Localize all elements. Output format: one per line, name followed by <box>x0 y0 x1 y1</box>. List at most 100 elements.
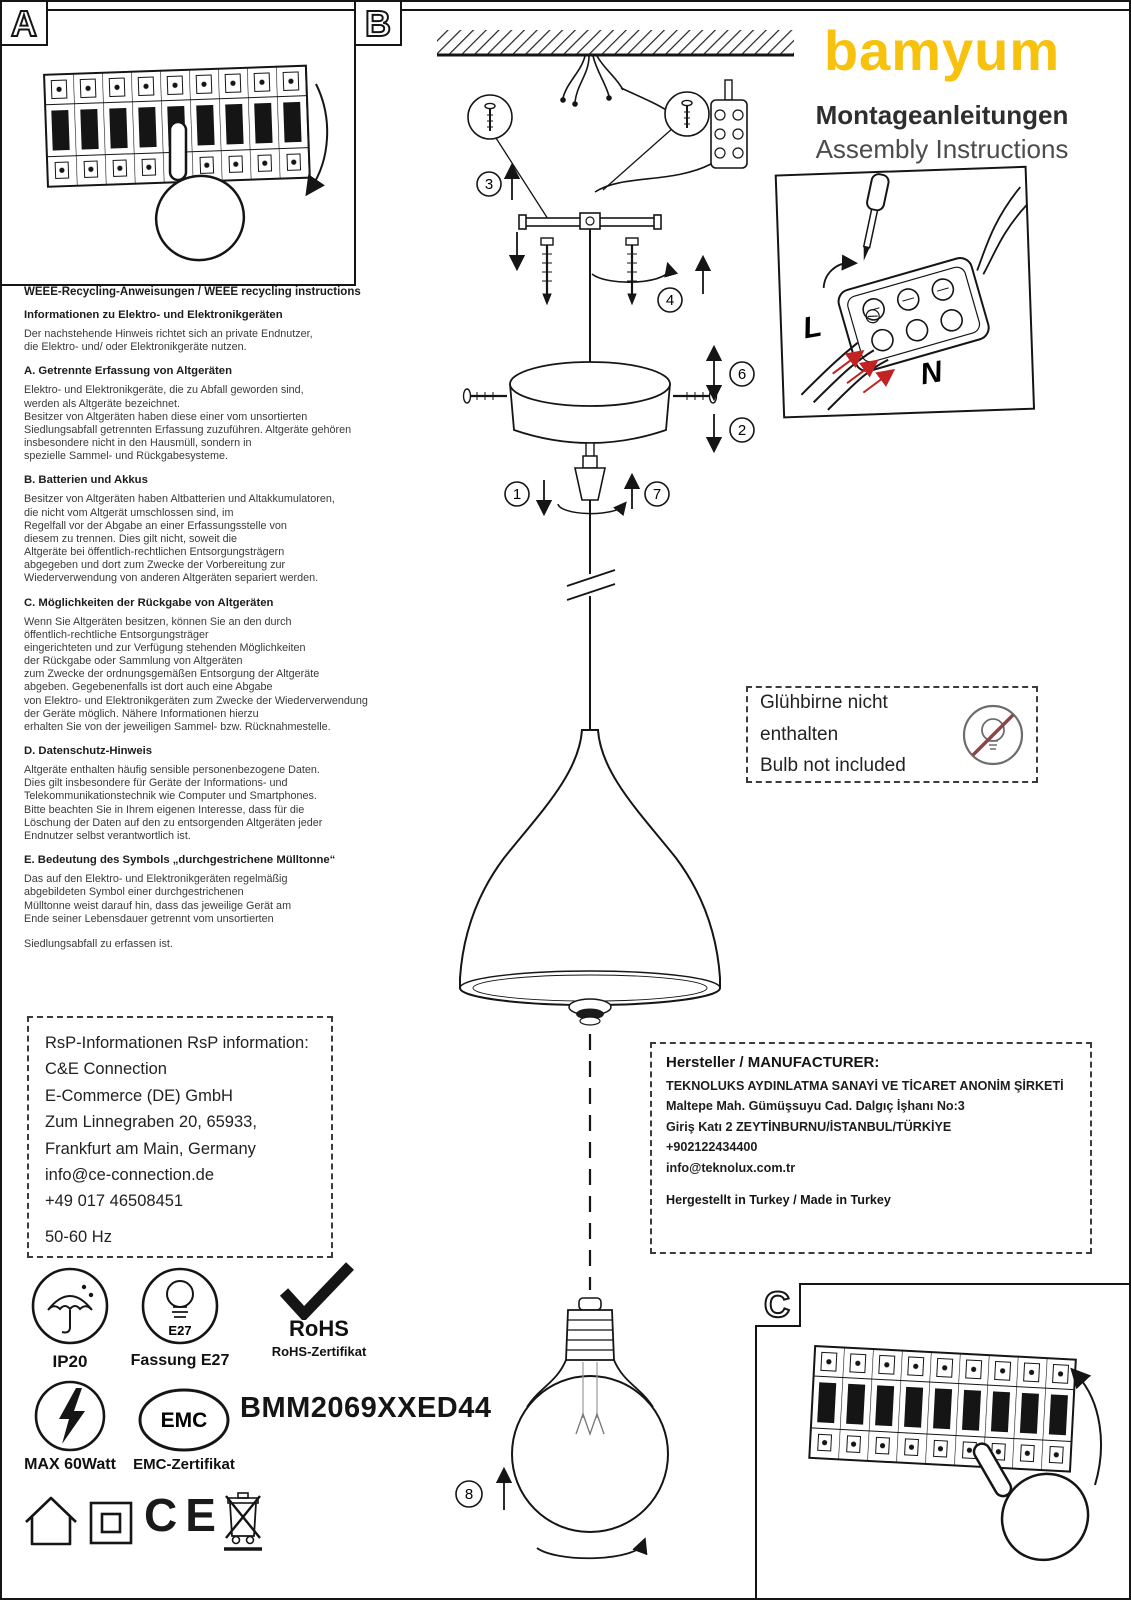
svg-text:1: 1 <box>513 486 521 503</box>
terminal-block-drawing <box>594 79 748 193</box>
emc-icon-text: EMC <box>161 1409 208 1432</box>
ce-mark: CE <box>144 1489 224 1541</box>
tighten-arrow <box>822 254 859 289</box>
step-1-marker: 1 <box>504 480 553 517</box>
panel-c-letter: C <box>764 1284 790 1325</box>
house-icon <box>25 1496 77 1546</box>
panel-a-box <box>2 2 356 286</box>
weee-title: WEEE-Recycling-Anweisungen / WEEE recycl… <box>24 286 361 298</box>
weee-heading: A. Getrennte Erfassung von Altgeräten <box>24 365 232 378</box>
breaker-on-illustration <box>808 1344 1102 1562</box>
rsp-frequency: 50-60 Hz <box>45 1227 112 1246</box>
e27-icon-text: E27 <box>168 1323 191 1338</box>
made-in-line: Hergestellt in Turkey / Made in Turkey <box>666 1192 891 1207</box>
e27-socket-icon: E27 <box>141 1267 219 1345</box>
subtitle-german: Montageanleitungen <box>815 100 1069 130</box>
switch-off-arrow <box>305 83 329 197</box>
incoming-wire <box>982 204 1028 275</box>
step-6-marker: 6 <box>705 344 755 402</box>
panel-b-label-box: B <box>356 2 402 46</box>
cord-grip-drawing <box>557 455 627 517</box>
wire-insert-arrows <box>832 349 896 394</box>
rsp-info-box: RsP-Informationen RsP information: C&E C… <box>27 1016 333 1258</box>
screw-detail-left-icon <box>467 94 549 220</box>
rsp-line: Frankfurt am Main, Germany <box>45 1139 256 1158</box>
emc-oval-icon: EMC <box>138 1388 230 1452</box>
no-bulb-icon <box>962 704 1024 765</box>
screwdriver-icon <box>862 173 890 261</box>
pointing-hand-icon <box>154 120 246 262</box>
lamp-shade-drawing <box>459 729 721 1026</box>
lightning-icon <box>34 1380 106 1452</box>
mains-wires-drawing <box>560 55 667 111</box>
manufacturer-line: Giriş Katı 2 ZEYTİNBURNU/İSTANBUL/TÜRKİY… <box>666 1119 952 1134</box>
class2-insulation-icon <box>89 1501 133 1545</box>
rohs-label: RoHS <box>289 1316 349 1341</box>
bulb-not-included-box: Glühbirne nicht enthalten Bulb not inclu… <box>746 686 1038 783</box>
mounting-bracket-drawing <box>518 212 662 230</box>
manufacturer-line: +902122434400 <box>666 1140 758 1155</box>
svg-text:3: 3 <box>485 176 493 193</box>
svg-text:2: 2 <box>738 422 746 439</box>
step-4-marker: 4 <box>591 254 712 313</box>
terminal-l-label: L <box>800 310 824 346</box>
assembly-diagram: 3 4 <box>437 30 794 1560</box>
manufacturer-line: TEKNOLUKS AYDINLATMA SANAYİ VE TİCARET A… <box>666 1079 1064 1093</box>
terminal-block-detail <box>837 257 990 373</box>
weee-heading: E. Bedeutung des Symbols „durchgestriche… <box>24 854 336 867</box>
bulb-note-en: Bulb not included <box>760 755 906 777</box>
weee-paragraph: Wenn Sie Altgeräten besitzen, können Sie… <box>24 615 368 733</box>
manufacturer-line: Maltepe Mah. Gümüşsuyu Cad. Dalgıç İşhan… <box>666 1099 965 1114</box>
brand-logo: bamyum <box>823 19 1061 82</box>
weee-paragraph: Der nachstehende Hinweis richtet sich an… <box>24 328 313 354</box>
weee-heading: B. Batterien und Akkus <box>24 474 148 487</box>
weee-heading: Informationen zu Elektro- und Elektronik… <box>24 309 283 321</box>
switch-on-arrow <box>1070 1367 1102 1486</box>
manufacturer-title: Hersteller / MANUFACTURER: <box>666 1054 880 1071</box>
weee-footer-line: Siedlungsabfall zu erfassen ist. <box>24 937 173 950</box>
step-3-marker: 3 <box>476 162 521 200</box>
manufacturer-line: info@teknolux.com.tr <box>666 1160 796 1175</box>
weee-paragraph: Altgeräte enthalten häufig sensible pers… <box>24 764 323 842</box>
weee-heading: C. Möglichkeiten der Rückgabe von Altger… <box>24 596 274 609</box>
pointing-hand-icon <box>972 1442 1090 1562</box>
svg-text:7: 7 <box>653 486 661 503</box>
rsp-line: E-Commerce (DE) GmbH <box>45 1086 233 1105</box>
rsp-line: C&E Connection <box>45 1060 167 1079</box>
step-7-marker: 7 <box>623 472 670 509</box>
rohs-checkmark-icon <box>279 1262 354 1320</box>
panel-a-label-box: A <box>2 2 48 46</box>
panel-b-letter: B <box>365 3 391 44</box>
rohs-cert-label: RoHS-Zertifikat <box>271 1344 367 1359</box>
weee-bin-icon <box>224 1492 262 1551</box>
step-8-marker: 8 <box>455 1466 513 1510</box>
breaker-strip-drawing <box>808 1344 1077 1473</box>
weee-paragraph: Besitzer von Altgeräten haben Altbatteri… <box>24 493 335 585</box>
bulb-note-de: Glühbirne nicht enthalten <box>760 692 888 745</box>
svg-text:4: 4 <box>666 292 674 309</box>
step-2-marker: 2 <box>705 414 755 454</box>
ceiling-canopy-drawing <box>462 361 718 458</box>
screw-detail-right-icon <box>602 91 710 191</box>
svg-text:8: 8 <box>465 1486 473 1503</box>
max-watt-label: MAX 60Watt <box>24 1456 116 1473</box>
weee-heading: D. Datenschutz-Hinweis <box>24 745 153 758</box>
weee-paragraph: Das auf den Elektro- und Elektronikgerät… <box>24 873 292 925</box>
rsp-line: Zum Linnegraben 20, 65933, <box>45 1113 257 1132</box>
rsp-line: +49 017 46508451 <box>45 1192 184 1211</box>
weee-text-block: WEEE-Recycling-Anweisungen / WEEE recycl… <box>24 286 434 950</box>
earth-symbol <box>865 309 880 324</box>
ip20-umbrella-icon <box>31 1267 109 1345</box>
panel-a-letter: A <box>11 3 37 44</box>
breaker-off-illustration <box>43 64 329 262</box>
wall-screws-drawing <box>540 237 639 306</box>
bulb-drawing <box>511 1297 669 1560</box>
rsp-line: info@ce-connection.de <box>45 1165 215 1184</box>
manufacturer-box: Hersteller / MANUFACTURER: TEKNOLUKS AYD… <box>650 1042 1092 1254</box>
model-number: BMM2069XXED44 <box>240 1392 492 1424</box>
cord-break-drawing <box>566 500 616 730</box>
header-rule <box>2 9 1129 11</box>
wiring-detail-inset: L N <box>774 165 1036 419</box>
subtitle-english: Assembly Instructions <box>815 134 1069 164</box>
